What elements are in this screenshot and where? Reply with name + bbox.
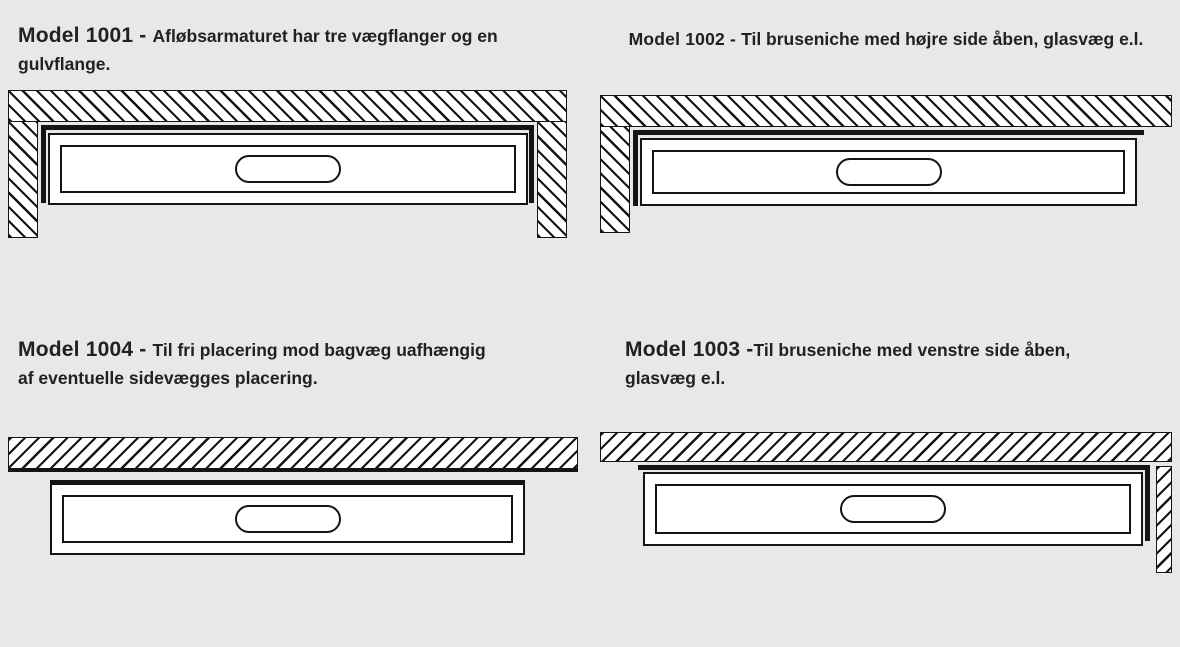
drain-grate-frame xyxy=(60,145,516,193)
drain-wall-flange xyxy=(638,465,1150,541)
diagram-model-1002 xyxy=(600,95,1172,235)
left-wall-hatch xyxy=(8,121,38,238)
model-description-1002: Til bruseniche med højre side åben, glas… xyxy=(741,29,1144,49)
model-number-1002: Model 1002 - xyxy=(628,29,742,49)
model-description-1001: Afløbsarmaturet har tre vægflanger og en… xyxy=(18,26,498,74)
drain-cover-oval xyxy=(235,155,341,183)
drain-channel xyxy=(50,480,525,555)
right-wall-hatch xyxy=(537,121,567,238)
caption-model-1002: Model 1002 - Til bruseniche med højre si… xyxy=(600,26,1172,54)
model-number-1004: Model 1004 - xyxy=(18,338,153,361)
caption-model-1001: Model 1001 - Afløbsarmaturet har tre væg… xyxy=(18,22,538,79)
model-number-1001: Model 1001 - xyxy=(18,24,153,47)
drain-channel xyxy=(48,133,528,205)
drain-cover-oval xyxy=(234,505,341,533)
drain-wall-flange xyxy=(41,125,534,203)
back-wall-hatch xyxy=(600,432,1172,462)
diagram-model-1004 xyxy=(8,437,578,577)
right-wall-hatch xyxy=(1156,466,1172,573)
drain-channel xyxy=(643,472,1143,546)
model-description-1003: Til bruseniche med venstre side åben, gl… xyxy=(625,340,1071,388)
back-wall-hatch xyxy=(8,437,578,472)
drain-channel xyxy=(640,138,1137,206)
caption-model-1004: Model 1004 - Til fri placering mod bagvæ… xyxy=(18,336,498,393)
drain-grate-frame xyxy=(62,495,513,543)
diagram-model-1001 xyxy=(8,90,567,240)
drain-grate-frame xyxy=(652,150,1125,194)
model-description-1004: Til fri placering mod bagvæg uafhængig a… xyxy=(18,340,486,388)
back-wall-hatch xyxy=(600,95,1172,127)
caption-model-1003: Model 1003 -Til bruseniche med venstre s… xyxy=(625,336,1103,393)
drain-cover-oval xyxy=(835,158,942,186)
diagram-model-1003 xyxy=(600,432,1172,577)
drain-cover-oval xyxy=(840,495,946,523)
drain-grate-frame xyxy=(655,484,1131,534)
drain-wall-flange xyxy=(633,130,1144,206)
model-number-1003: Model 1003 - xyxy=(625,338,754,361)
left-wall-hatch xyxy=(600,126,630,233)
back-wall-hatch xyxy=(8,90,567,122)
